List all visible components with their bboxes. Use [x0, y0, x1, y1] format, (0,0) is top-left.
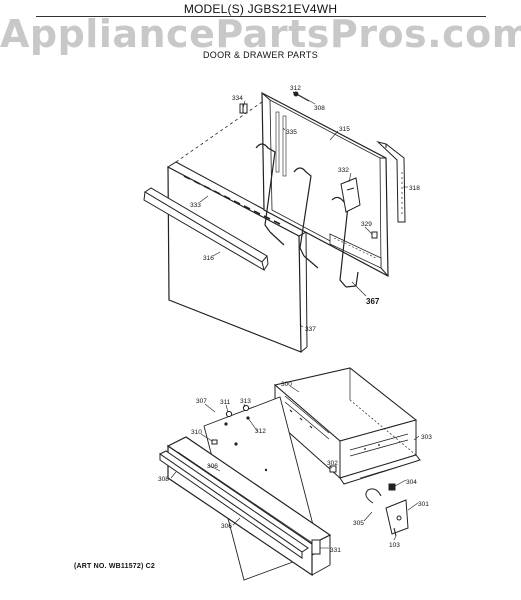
hinge-receiver	[340, 177, 361, 213]
callout-300: 300	[281, 381, 292, 388]
callout-333: 333	[190, 202, 201, 209]
callout-305: 305	[353, 520, 364, 527]
callout-312-drawer: 312	[255, 428, 266, 435]
callout-302: 302	[327, 460, 338, 467]
header-rule	[36, 16, 486, 17]
callout-318: 318	[409, 185, 420, 192]
callout-304: 304	[406, 479, 417, 486]
art-number: (ART NO. WB11572) C2	[74, 563, 156, 570]
callout-315: 315	[339, 126, 350, 133]
door-screw	[292, 91, 310, 102]
callout-308-door: 308	[314, 105, 325, 112]
drawer-end-cap	[311, 539, 321, 555]
callout-329: 329	[361, 221, 372, 228]
callout-316: 316	[203, 255, 214, 262]
callout-307: 307	[196, 398, 207, 405]
callout-numbers: 334 312 308 335 315 332 318 333 329 316 …	[158, 85, 432, 554]
door-handle	[143, 187, 269, 272]
callout-306-lower: 306	[221, 523, 232, 530]
section-title: DOOR & DRAWER PARTS	[202, 50, 319, 60]
callout-306-upper: 306	[207, 463, 218, 470]
drawer-front-panel	[159, 436, 332, 577]
callout-334: 334	[232, 95, 243, 102]
drawer-body	[273, 367, 418, 480]
callout-301: 301	[418, 501, 429, 508]
callout-337: 337	[305, 326, 316, 333]
watermark: AppliancePartsPros.com	[0, 12, 521, 56]
door-outer-panel	[166, 161, 308, 353]
upper-leader-lines	[199, 92, 408, 328]
callout-367: 367	[366, 297, 380, 306]
drawer-slide-rail	[339, 454, 421, 485]
callout-335: 335	[286, 129, 297, 136]
callout-303: 303	[421, 434, 432, 441]
door-side-strip	[376, 141, 406, 223]
callout-332: 332	[338, 167, 349, 174]
drawer-clips	[211, 404, 396, 491]
callout-103: 103	[389, 542, 400, 549]
callout-331: 331	[330, 547, 341, 554]
drawer-bracket	[365, 488, 409, 537]
callout-308-drawer: 308	[158, 476, 169, 483]
callout-312: 312	[290, 85, 301, 92]
lower-leader-lines	[170, 385, 420, 549]
callout-311: 311	[220, 399, 231, 406]
model-number: MODEL(S) JGBS21EV4WH	[183, 2, 338, 16]
liner-fastener	[371, 231, 378, 239]
door-inner-liner	[261, 91, 389, 278]
callout-313: 313	[240, 398, 251, 405]
door-clip	[239, 103, 248, 114]
callout-310: 310	[191, 429, 202, 436]
